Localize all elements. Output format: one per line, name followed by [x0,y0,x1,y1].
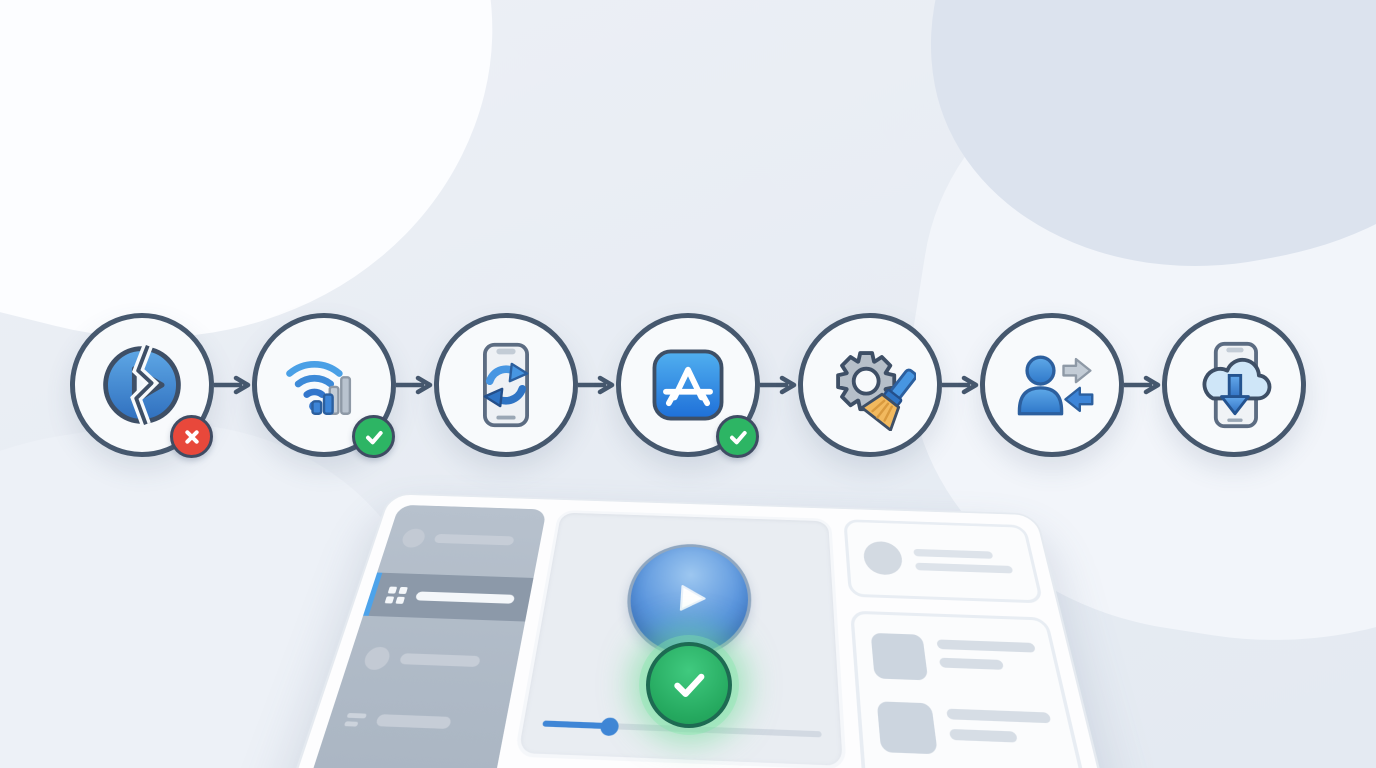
wifi-signal-bars-icon [286,361,352,415]
arrow-right-icon [214,375,251,395]
grid-icon [384,586,409,604]
success-check-icon [674,673,705,697]
label-placeholder-bar [398,653,481,668]
arrow-right-icon [760,375,797,395]
arrow-right-icon [396,375,433,395]
label-placeholder-bars [913,548,1018,574]
label-placeholder-bars [936,635,1040,671]
thumbnail [870,632,929,681]
x-icon [184,429,199,444]
phone-cloud-download-icon [1202,341,1272,429]
sidebar [67,504,547,768]
play-icon [664,576,714,621]
profile-card [843,519,1044,604]
phone-sync-arrows-icon [483,342,529,428]
arrow-right-icon [942,375,979,395]
flow-arrow [1124,375,1162,395]
error-x-badge [170,415,213,458]
sidebar-item [384,524,543,556]
success-status-badge [646,642,732,728]
sidebar-item-selected [363,572,534,622]
flow-step-restart-phone [434,313,578,457]
check-icon [729,430,747,444]
flow-arrow [578,375,616,395]
flow-arrow [214,375,252,395]
app-window-frame [26,492,1317,768]
sidebar-item [324,701,509,744]
check-icon [365,430,383,444]
flow-step-clean-settings [798,313,942,457]
label-placeholder-bars [945,704,1055,744]
flow-arrow [396,375,434,395]
app-store-icon [652,349,724,421]
user-swap-arrows-icon [1017,355,1094,416]
broken-play-icon [103,343,181,427]
right-panel [843,519,1277,768]
sidebar-item [344,641,520,680]
list-item [870,632,1043,685]
video-player [513,509,847,768]
flow-arrow [760,375,798,395]
list-item [876,701,1060,759]
progress-knob [599,716,620,736]
arrow-right-icon [1124,375,1161,395]
avatar [400,527,428,548]
gear-with-brush-icon [836,351,916,431]
success-check-badge [716,415,759,458]
avatar [361,645,393,670]
label-placeholder-bar [415,590,516,604]
thumbnail [876,701,938,755]
flow-step-app-store-update [616,313,760,458]
flow-step-redownload-cloud [1162,313,1306,457]
arrow-right-icon [578,375,615,395]
app-preview-window [26,492,1317,768]
troubleshooting-flow [70,313,1306,458]
background-blob-top-right [883,0,1376,315]
success-check-badge [352,415,395,458]
flow-arrow [942,375,980,395]
list-icon [344,712,368,727]
label-placeholder-bar [433,533,515,546]
avatar [862,540,904,576]
flow-step-playback-error [70,313,214,458]
label-placeholder-bar [375,714,453,730]
flow-step-switch-account [980,313,1124,457]
related-list-card [849,610,1277,768]
flow-step-check-wifi [252,313,396,458]
